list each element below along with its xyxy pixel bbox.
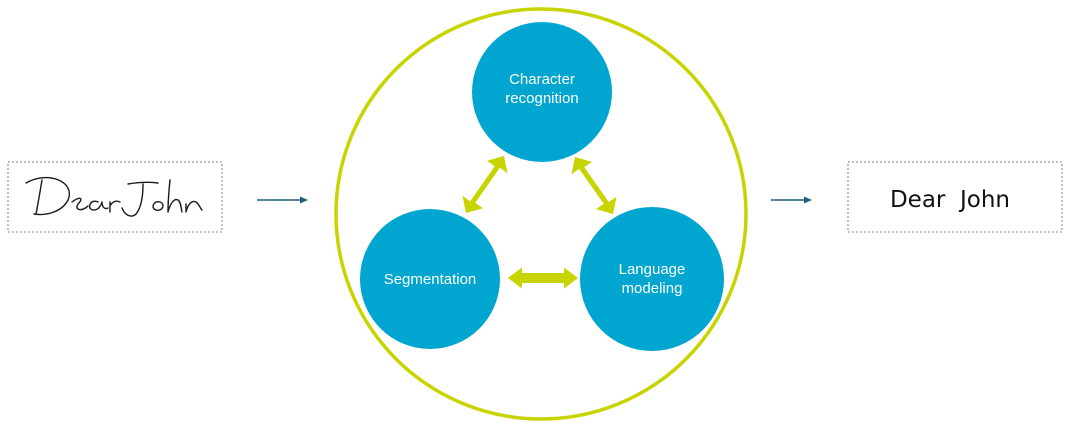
node-language-modeling-label-line-1: Language (619, 261, 686, 278)
input-handwriting-box (7, 161, 223, 233)
connector-segmentation-language-modeling (508, 267, 578, 289)
flow-arrow-process-to-output (771, 196, 812, 204)
handwriting-signature-image (25, 176, 203, 217)
process-outer-ring (334, 7, 748, 421)
node-character-recognition-label-line-2: recognition (505, 90, 578, 107)
flow-arrow-input-to-process (257, 196, 308, 204)
node-language-modeling-label-line-2: modeling (622, 280, 683, 297)
node-segmentation-label: Segmentation (384, 271, 477, 288)
node-character-recognition-label-line-1: Character (509, 71, 575, 88)
connector-segmentation-character-recognition (462, 156, 508, 213)
node-segmentation: Segmentation (360, 209, 500, 349)
output-text-box: Dear John (847, 161, 1063, 233)
output-text: Dear John (890, 187, 1010, 213)
node-character-recognition: Character recognition (472, 22, 612, 162)
node-language-modeling: Language modeling (580, 207, 724, 351)
connector-character-recognition-language-modeling (571, 157, 617, 214)
